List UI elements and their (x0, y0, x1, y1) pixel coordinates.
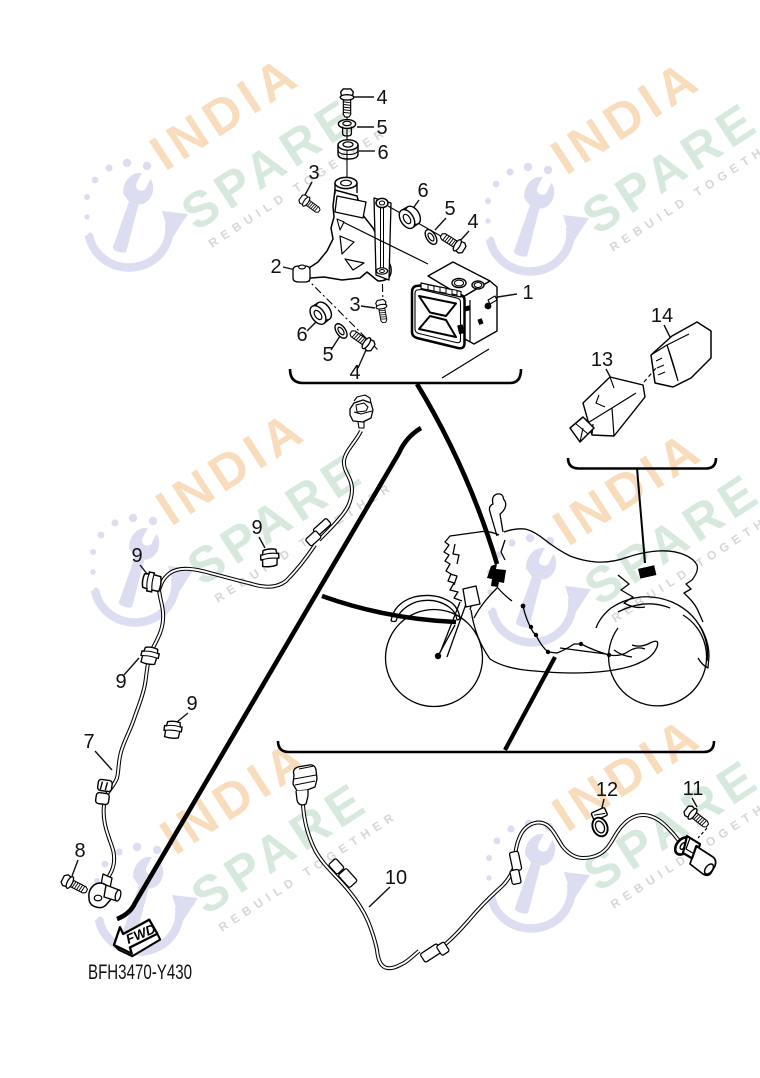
svg-text:14: 14 (651, 305, 673, 327)
svg-text:4: 4 (376, 87, 387, 109)
svg-text:5: 5 (376, 117, 387, 139)
svg-text:11: 11 (683, 778, 704, 800)
svg-text:9: 9 (131, 545, 142, 567)
svg-text:6: 6 (296, 324, 307, 346)
svg-text:9: 9 (115, 671, 126, 693)
svg-text:1: 1 (522, 282, 533, 304)
svg-text:4: 4 (467, 211, 478, 233)
svg-text:6: 6 (417, 180, 428, 202)
svg-text:13: 13 (591, 349, 613, 371)
svg-text:12: 12 (596, 779, 618, 801)
svg-text:9: 9 (251, 517, 262, 539)
svg-text:10: 10 (385, 867, 407, 889)
svg-text:6: 6 (377, 142, 388, 164)
svg-text:BFH3470-Y430: BFH3470-Y430 (88, 961, 192, 984)
svg-text:5: 5 (444, 198, 455, 220)
svg-text:7: 7 (83, 731, 94, 753)
svg-text:5: 5 (322, 344, 333, 366)
svg-text:4: 4 (349, 362, 360, 384)
svg-text:9: 9 (186, 693, 197, 715)
svg-text:2: 2 (270, 256, 281, 278)
svg-text:8: 8 (74, 840, 85, 862)
svg-text:3: 3 (349, 294, 360, 316)
svg-text:3: 3 (308, 162, 319, 184)
